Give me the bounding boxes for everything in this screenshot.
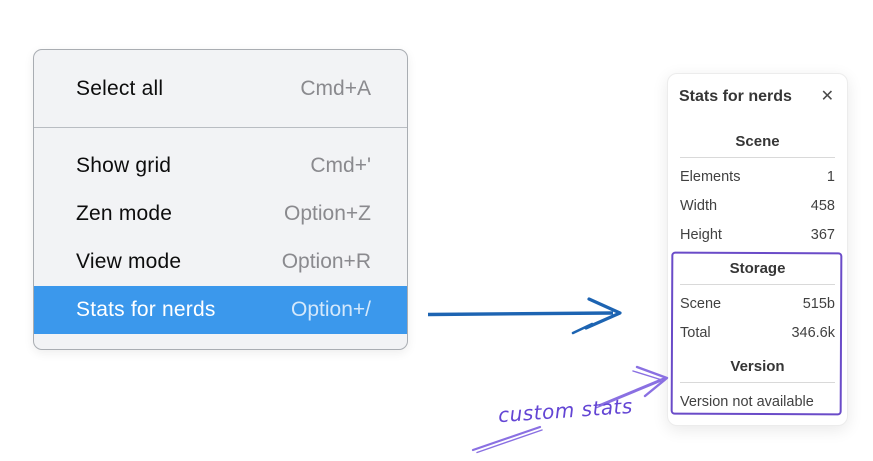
stat-value: 515b <box>802 295 835 312</box>
annotation-label: custom stats <box>497 393 634 428</box>
section-divider <box>680 382 835 383</box>
menu-item-shortcut: Option+R <box>281 250 371 273</box>
menu-item-select-all[interactable]: Select all Cmd+A <box>34 65 407 113</box>
section-heading-scene: Scene <box>735 133 780 150</box>
stat-value: 367 <box>810 226 835 243</box>
stat-row-total: Total 346.6k <box>668 318 847 347</box>
close-icon[interactable]: ✕ <box>820 87 834 105</box>
section-divider <box>680 157 835 158</box>
section-heading-version: Version <box>730 358 785 375</box>
stat-row-height: Height 367 <box>668 220 847 249</box>
menu-item-label: Stats for nerds <box>76 298 216 321</box>
menu-item-view-mode[interactable]: View mode Option+R <box>34 238 407 286</box>
stat-row-width: Width 458 <box>668 191 847 220</box>
stat-label: Scene <box>680 295 722 312</box>
stat-label: Total <box>680 324 711 341</box>
menu-separator <box>34 127 407 128</box>
stats-panel-header: Stats for nerds ✕ <box>668 74 847 106</box>
stat-value: 1 <box>826 168 835 185</box>
menu-item-label: Select all <box>76 77 164 100</box>
stat-note: Version not available <box>680 394 814 410</box>
stat-label: Elements <box>680 168 741 185</box>
stat-row-scene: Scene 515b <box>668 289 847 318</box>
menu-item-shortcut: Cmd+A <box>300 77 371 100</box>
menu-item-zen-mode[interactable]: Zen mode Option+Z <box>34 190 407 238</box>
stat-label: Height <box>680 226 722 243</box>
stat-value: 458 <box>810 197 835 214</box>
section-divider <box>680 284 835 285</box>
stats-panel-title: Stats for nerds <box>679 88 792 105</box>
menu-item-label: Zen mode <box>76 202 173 225</box>
stat-label: Width <box>680 197 718 214</box>
stat-value: 346.6k <box>791 324 835 341</box>
menu-item-shortcut: Cmd+' <box>310 154 371 177</box>
menu-item-label: Show grid <box>76 154 172 177</box>
menu-item-shortcut: Option+Z <box>284 202 371 225</box>
stat-row-elements: Elements 1 <box>668 162 847 191</box>
menu-item-shortcut: Option+/ <box>291 298 371 321</box>
menu-item-stats-for-nerds[interactable]: Stats for nerds Option+/ <box>34 286 407 334</box>
section-heading-storage: Storage <box>729 260 786 277</box>
menu-item-show-grid[interactable]: Show grid Cmd+' <box>34 142 407 190</box>
menu-item-label: View mode <box>76 250 182 273</box>
